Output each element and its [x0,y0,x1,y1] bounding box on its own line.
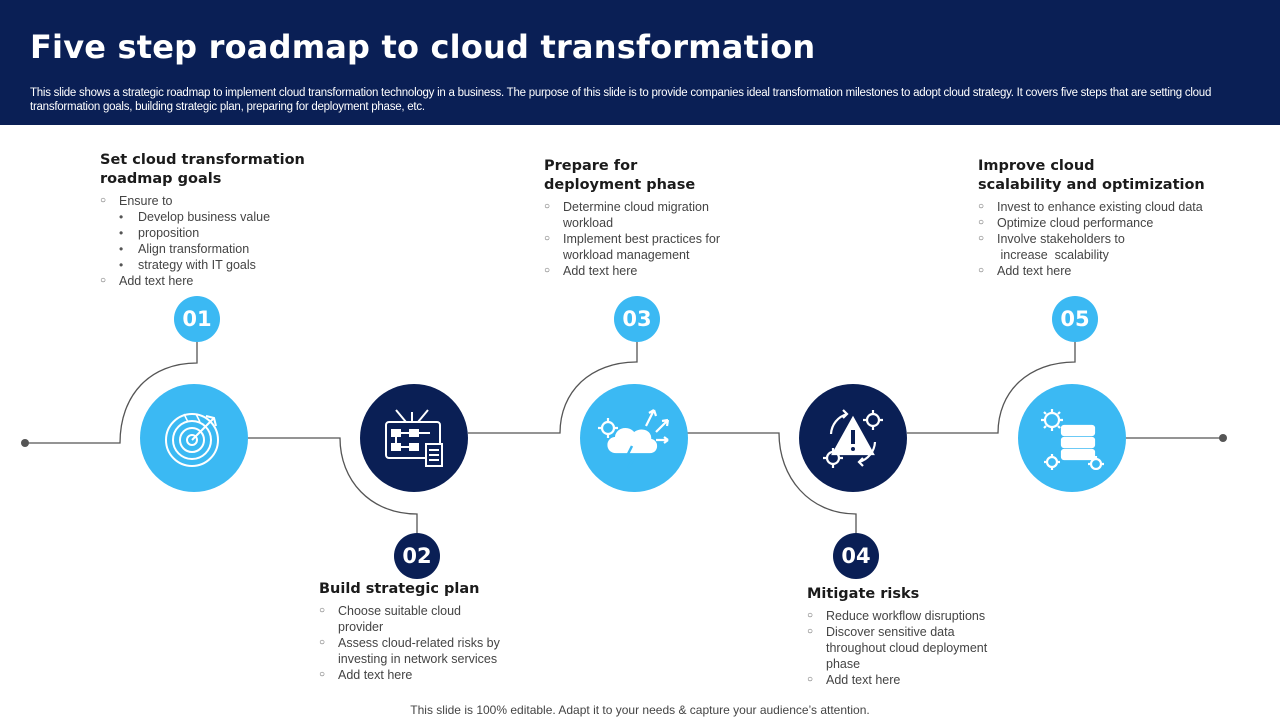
step-02-text: Build strategic plan Choose suitable clo… [319,580,539,683]
footer-note: This slide is 100% editable. Adapt it to… [410,703,870,717]
list-item-cont: proposition [100,225,320,241]
start-dot [21,439,29,447]
step-01-icon-circle [140,384,248,492]
step-02-title: Build strategic plan [319,581,480,597]
step-02-number: 02 [394,533,440,579]
server-gears-icon [1041,409,1104,470]
list-item: Reduce workflow disruptions [807,608,1027,624]
step-05-icon-circle [1018,384,1126,492]
step-01-number: 01 [174,296,220,342]
step-03-icon-circle [580,384,688,492]
step-04-number: 04 [833,533,879,579]
list-item: Ensure to [100,193,320,209]
list-item: Invest to enhance existing cloud data [978,199,1248,215]
list-item: Add text here [100,273,320,289]
list-item: Develop business value [100,209,320,225]
connector-01 [25,342,198,444]
step-04-icon-circle [799,384,907,492]
cloud-gear-icon [598,409,670,469]
connector-04 [687,432,857,533]
step-04-title: Mitigate risks [807,586,920,602]
page-title: Five step roadmap to cloud transformatio… [30,28,816,66]
end-dot [1219,434,1227,442]
header-banner: Five step roadmap to cloud transformatio… [0,0,1280,125]
list-item: Optimize cloud performance [978,215,1248,231]
target-radar-icon [165,413,219,467]
list-item-cont: strategy with IT goals [100,257,320,273]
connector-02 [248,437,418,533]
step-02-icon-circle [360,384,468,492]
list-item: Involve stakeholders to increase scalabi… [978,231,1248,263]
connector-03 [468,342,638,434]
strategy-board-icon [385,409,443,467]
list-item: Add text here [978,263,1248,279]
step-04-text: Mitigate risks Reduce workflow disruptio… [807,585,1027,688]
step-03-number: 03 [614,296,660,342]
page-subtitle: This slide shows a strategic roadmap to … [30,87,1212,113]
connector-05 [907,342,1076,434]
step-05-number: 05 [1052,296,1098,342]
list-item: Align transformation [100,241,320,257]
list-item: Add text here [544,263,764,279]
risk-warning-icon [823,409,883,468]
list-item: Add text here [807,672,1027,688]
list-item: Add text here [319,667,539,683]
